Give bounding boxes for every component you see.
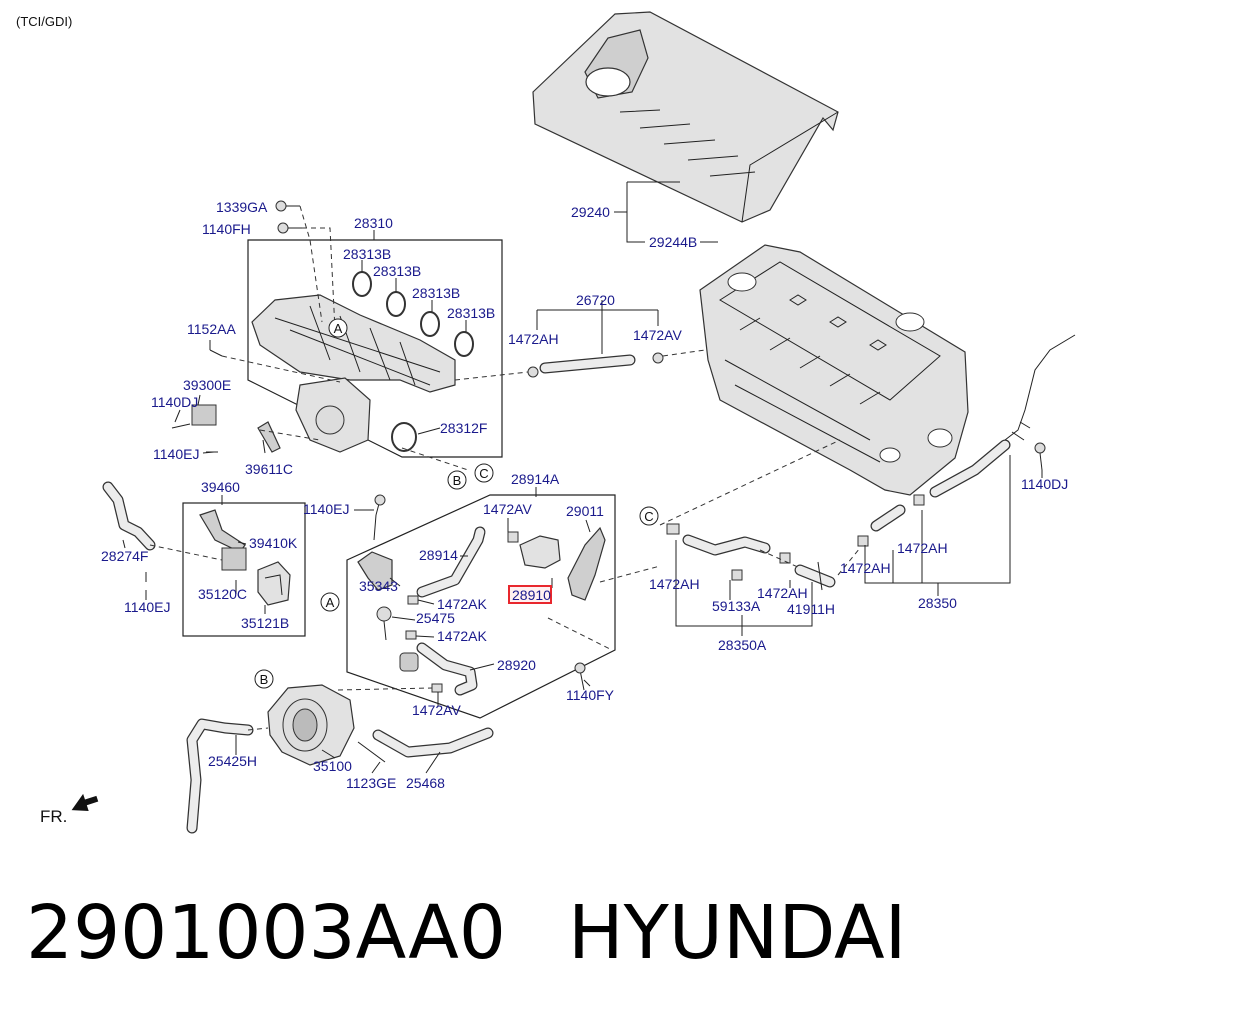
circle-ref-b-top: B — [453, 473, 462, 488]
callout-29011[interactable]: 29011 — [566, 503, 604, 519]
circle-ref-c-top: C — [479, 466, 488, 481]
purge-valve-parts — [357, 494, 606, 696]
hose-25425h — [186, 718, 254, 834]
callout-1140fy[interactable]: 1140FY — [566, 687, 615, 703]
engine-cover-illustration — [532, 11, 839, 223]
callout-1339ga[interactable]: 1339GA — [216, 199, 268, 215]
callout-28313b-1[interactable]: 28313B — [343, 246, 391, 262]
pcv-hose-26720 — [527, 352, 664, 378]
callout-25468[interactable]: 25468 — [406, 775, 445, 791]
callout-35121b[interactable]: 35121B — [241, 615, 289, 631]
hose-group-28914a-box — [346, 494, 616, 719]
sensor-parts — [199, 509, 291, 606]
callout-1123ge[interactable]: 1123GE — [346, 775, 396, 791]
callout-35100[interactable]: 35100 — [313, 758, 352, 774]
callout-28313b-4[interactable]: 28313B — [447, 305, 495, 321]
callout-25425h[interactable]: 25425H — [208, 753, 257, 769]
front-label: FR. — [40, 807, 67, 826]
callout-29240[interactable]: 29240 — [571, 204, 610, 220]
coolant-hoses — [666, 334, 1076, 591]
callout-41911h[interactable]: 41911H — [787, 601, 835, 617]
front-arrow-icon — [71, 793, 99, 811]
callout-28313b-3[interactable]: 28313B — [412, 285, 460, 301]
brand-name: HYUNDAI — [567, 890, 907, 976]
callout-28914[interactable]: 28914 — [419, 547, 458, 563]
callout-28350[interactable]: 28350 — [918, 595, 957, 611]
callout-1472ak-1[interactable]: 1472AK — [437, 596, 487, 612]
callout-28914a[interactable]: 28914A — [511, 471, 560, 487]
callout-1152aa[interactable]: 1152AA — [187, 321, 236, 337]
circle-ref-b-bottom: B — [260, 672, 269, 687]
parts-diagram: (TCI/GDI) — [16, 11, 1076, 834]
callout-59133a[interactable]: 59133A — [712, 598, 761, 614]
throttle-body-illustration — [267, 684, 386, 766]
callout-1140ej-1[interactable]: 1140EJ — [153, 446, 199, 462]
callout-29244b[interactable]: 29244B — [649, 234, 697, 250]
callout-1140fh[interactable]: 1140FH — [202, 221, 251, 237]
intake-manifold-group-box — [247, 239, 503, 458]
callout-1140ej-3[interactable]: 1140EJ — [303, 501, 349, 517]
callout-39300e[interactable]: 39300E — [183, 377, 231, 393]
callout-1472av-1[interactable]: 1472AV — [633, 327, 682, 343]
callout-1472ak-2[interactable]: 1472AK — [437, 628, 487, 644]
callout-35343[interactable]: 35343 — [359, 578, 398, 594]
callout-35120c[interactable]: 35120C — [198, 586, 247, 602]
cylinder-head-illustration — [699, 244, 969, 496]
callout-labels: 1339GA 1140FH 28310 28313B 28313B 28313B… — [101, 199, 1068, 791]
callout-1472av-3[interactable]: 1472AV — [412, 702, 461, 718]
callout-1140dj-left[interactable]: 1140DJ — [151, 394, 198, 410]
callout-26720[interactable]: 26720 — [576, 292, 615, 308]
hose-25468 — [372, 727, 494, 758]
callout-39460[interactable]: 39460 — [201, 479, 240, 495]
callout-28274f[interactable]: 28274F — [101, 548, 148, 564]
callout-1472ah-4[interactable]: 1472AH — [840, 560, 891, 576]
callout-1140dj-right[interactable]: 1140DJ — [1021, 476, 1068, 492]
callout-39410k[interactable]: 39410K — [249, 535, 298, 551]
callout-1472ah-2[interactable]: 1472AH — [649, 576, 700, 592]
highlight-box-28910 — [508, 585, 552, 604]
callout-1472av-2[interactable]: 1472AV — [483, 501, 532, 517]
sensor-group-box — [182, 502, 306, 637]
callout-28920[interactable]: 28920 — [497, 657, 536, 673]
manifold-fasteners — [171, 200, 302, 453]
callout-28313b-2[interactable]: 28313B — [373, 263, 421, 279]
hose-28274f — [102, 481, 156, 582]
callout-28350a[interactable]: 28350A — [718, 637, 767, 653]
circle-ref-a-bottom: A — [326, 595, 335, 610]
callout-28310[interactable]: 28310 — [354, 215, 393, 231]
callout-1472ah-5[interactable]: 1472AH — [897, 540, 948, 556]
circle-ref-a-top: A — [334, 321, 343, 336]
circle-ref-c-right: C — [644, 509, 653, 524]
callout-28910-highlighted[interactable]: 28910 — [512, 587, 551, 603]
callout-25475[interactable]: 25475 — [416, 610, 455, 626]
callout-39611c[interactable]: 39611C — [245, 461, 293, 477]
variant-label: (TCI/GDI) — [16, 14, 72, 29]
leader-lines — [122, 181, 1043, 774]
callout-1140ej-2[interactable]: 1140EJ — [124, 599, 170, 615]
front-direction-marker: FR. — [40, 793, 99, 826]
part-title-footer: 2901003AA0 HYUNDAI — [26, 888, 906, 978]
callout-28312f[interactable]: 28312F — [440, 420, 487, 436]
callout-1472ah-1[interactable]: 1472AH — [508, 331, 559, 347]
intake-manifold-illustration — [251, 294, 456, 453]
part-number: 2901003AA0 — [26, 890, 506, 976]
callout-1472ah-3[interactable]: 1472AH — [757, 585, 808, 601]
circle-references: A A B B C C — [254, 318, 659, 689]
